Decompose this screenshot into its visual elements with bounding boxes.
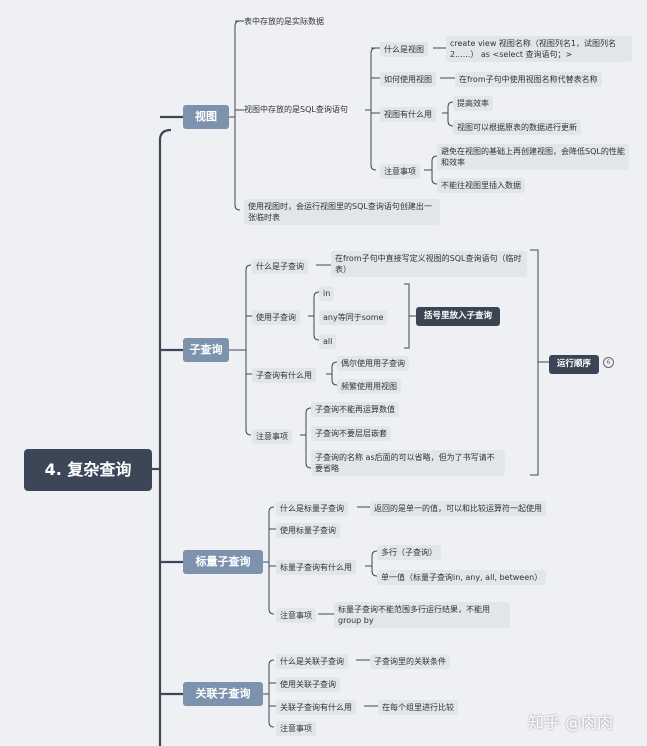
view-node-temp-table[interactable]: 使用视图时，会运行视图里的SQL查询语句创建出一张临时表	[244, 199, 440, 225]
view-purpose[interactable]: 视图有什么用	[380, 107, 436, 122]
correlated-notes[interactable]: 注意事项	[276, 721, 316, 736]
view-how-to-use[interactable]: 如何使用视图	[380, 72, 436, 87]
branch-scalar-subquery[interactable]: 标量子查询	[183, 550, 263, 574]
subquery-note-no-calc[interactable]: 子查询不能再运算数值	[311, 402, 399, 417]
subquery-note-no-nesting[interactable]: 子查询不要层层嵌套	[311, 426, 391, 441]
correlated-definition[interactable]: 子查询里的关联条件	[370, 654, 450, 669]
branch-correlated-subquery[interactable]: 关联子查询	[183, 682, 263, 706]
scalar-definition[interactable]: 返回的是单一的值，可以和比较运算符一起使用	[370, 501, 546, 516]
view-note-nesting[interactable]: 避免在视图的基础上再创建视图，会降低SQL的性能和效率	[437, 144, 629, 170]
subquery-bracket-summary[interactable]: 括号里放入子查询	[416, 307, 501, 326]
view-notes[interactable]: 注意事项	[380, 164, 420, 179]
watermark: 知乎 @肉肉	[528, 713, 614, 732]
scalar-purpose-multirow[interactable]: 多行（子查询）	[377, 545, 441, 560]
subquery-purpose[interactable]: 子查询有什么用	[252, 368, 316, 383]
subquery-definition[interactable]: 在from子句中直接写定义视图的SQL查询语句（临时表）	[331, 251, 527, 277]
correlated-usage[interactable]: 使用关联子查询	[276, 677, 340, 692]
subquery-purpose-occasional[interactable]: 偶尔使用用子查询	[337, 356, 409, 371]
root-topic[interactable]: 4. 复杂查询	[24, 449, 152, 491]
scalar-notes[interactable]: 注意事项	[276, 608, 316, 623]
view-purpose-update[interactable]: 视图可以根据原表的数据进行更新	[453, 120, 581, 135]
scalar-purpose[interactable]: 标量子查询有什么用	[276, 560, 356, 575]
subquery-op-any[interactable]: any等同于some	[319, 310, 388, 325]
view-node-stores-sql[interactable]: 视图中存放的是SQL查询语句	[244, 105, 348, 114]
view-create-syntax[interactable]: create view 视图名称（视图列名1，试图列名2......） as <…	[446, 36, 632, 62]
order-badge[interactable]: 6	[603, 357, 614, 368]
view-what-is[interactable]: 什么是视图	[380, 42, 428, 57]
subquery-op-all[interactable]: all	[319, 334, 337, 349]
branch-view[interactable]: 视图	[183, 105, 229, 129]
correlated-what-is[interactable]: 什么是关联子查询	[276, 654, 348, 669]
scalar-note-groupby[interactable]: 标量子查询不能范围多行运行结果，不能用group by	[334, 602, 510, 628]
subquery-usage[interactable]: 使用子查询	[252, 310, 300, 325]
subquery-purpose-frequent[interactable]: 频繁使用用视图	[337, 379, 401, 394]
scalar-purpose-single[interactable]: 单一值（标量子查询in, any, all, between）	[377, 570, 547, 585]
branch-subquery[interactable]: 子查询	[183, 338, 229, 362]
scalar-what-is[interactable]: 什么是标量子查询	[276, 501, 348, 516]
subquery-op-in[interactable]: in	[319, 286, 335, 301]
view-use-in-from[interactable]: 在from子句中使用视图名称代替表名称	[455, 72, 602, 87]
correlated-purpose[interactable]: 关联子查询有什么用	[276, 700, 356, 715]
view-note-no-insert[interactable]: 不能往视图里插入数据	[437, 178, 525, 193]
view-node-stores-data[interactable]: 表中存放的是实际数据	[244, 17, 324, 26]
view-purpose-efficiency[interactable]: 提高效率	[453, 96, 493, 111]
subquery-notes[interactable]: 注意事项	[252, 429, 292, 444]
scalar-usage[interactable]: 使用标量子查询	[276, 523, 340, 538]
correlated-purpose-group[interactable]: 在每个组里进行比较	[378, 700, 458, 715]
subquery-what-is[interactable]: 什么是子查询	[252, 259, 308, 274]
run-order-summary[interactable]: 运行顺序	[549, 355, 600, 374]
subquery-note-alias[interactable]: 子查询的名称 as后面的可以省略，但为了书写请不要省略	[311, 450, 505, 476]
